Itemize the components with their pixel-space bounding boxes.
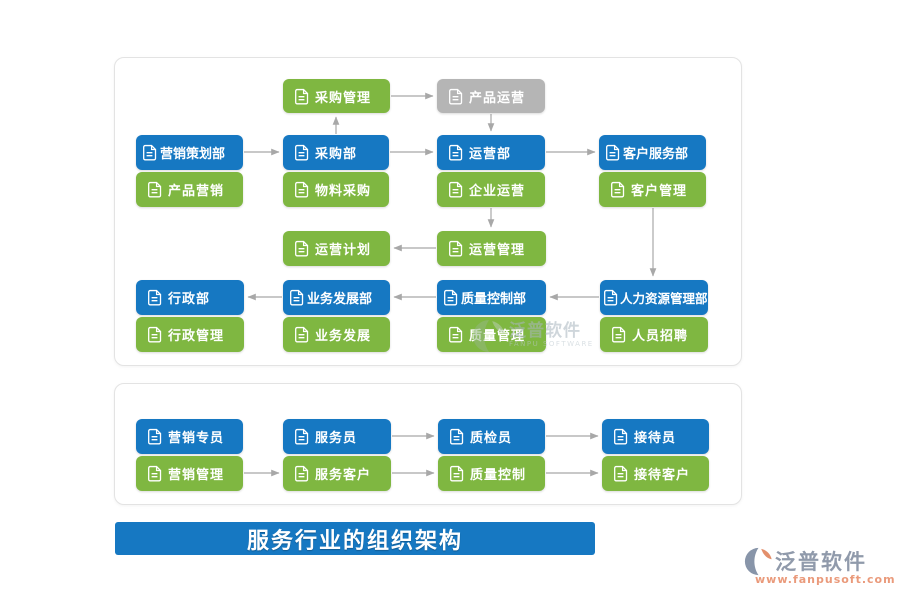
document-icon — [448, 240, 463, 257]
org-node-label: 人员招聘 — [632, 329, 689, 344]
org-node-label: 服务客户 — [315, 468, 372, 483]
org-node: 业务发展部 — [283, 280, 390, 315]
org-node: 企业运营 — [437, 172, 545, 207]
org-node-label: 行政部 — [168, 292, 211, 307]
document-icon — [603, 289, 618, 306]
document-icon — [605, 144, 620, 161]
document-icon — [294, 88, 309, 105]
document-icon — [610, 181, 625, 198]
org-node: 质检员 — [438, 419, 545, 454]
page-title: 服务行业的组织架构 — [246, 528, 463, 554]
org-node-label: 营销管理 — [168, 468, 225, 483]
org-node-label: 产品营销 — [168, 184, 225, 199]
org-node-label: 接待客户 — [634, 468, 691, 483]
document-icon — [289, 289, 304, 306]
org-node-label: 产品运营 — [469, 90, 526, 106]
document-icon — [448, 181, 463, 198]
org-node: 质量控制部 — [437, 280, 546, 315]
document-icon — [294, 181, 309, 198]
document-icon — [443, 289, 458, 306]
org-node: 运营部 — [437, 135, 545, 170]
document-icon — [147, 465, 162, 482]
org-node-label: 客户服务部 — [623, 147, 689, 162]
org-node: 采购管理 — [283, 79, 390, 113]
document-icon — [294, 240, 309, 257]
org-node: 人员招聘 — [600, 317, 708, 352]
org-node: 客户服务部 — [599, 135, 706, 170]
org-node-label: 业务发展部 — [307, 292, 373, 307]
org-node: 运营管理 — [437, 231, 546, 266]
org-node-label: 营销专员 — [168, 431, 225, 446]
org-node: 客户管理 — [599, 172, 706, 207]
org-node: 行政管理 — [136, 317, 244, 352]
document-icon — [449, 465, 464, 482]
document-icon — [147, 428, 162, 445]
org-node-label: 营销策划部 — [160, 147, 226, 162]
title-banner: 服务行业的组织架构 — [115, 522, 595, 555]
document-icon — [448, 88, 463, 105]
org-node-label: 行政管理 — [168, 329, 225, 344]
org-node: 人力资源管理部 — [600, 280, 708, 315]
document-icon — [448, 326, 463, 343]
org-node: 服务客户 — [283, 456, 391, 491]
document-icon — [294, 465, 309, 482]
org-node: 业务发展 — [283, 317, 390, 352]
org-node: 营销策划部 — [136, 135, 243, 170]
fanpu-logo: 泛普软件 www.fanpusoft.com — [744, 546, 896, 586]
document-icon — [448, 144, 463, 161]
org-node-label: 质量控制 — [470, 468, 527, 483]
org-node-label: 物料采购 — [315, 184, 372, 199]
org-node-label: 质检员 — [470, 431, 513, 446]
document-icon — [449, 428, 464, 445]
org-node: 物料采购 — [283, 172, 389, 207]
org-node: 产品营销 — [136, 172, 243, 207]
document-icon — [294, 428, 309, 445]
org-node-label: 质量控制部 — [461, 292, 527, 307]
org-node: 营销管理 — [136, 456, 243, 491]
logo-name: 泛普软件 — [775, 550, 867, 574]
org-node: 采购部 — [283, 135, 389, 170]
org-node: 接待员 — [602, 419, 709, 454]
document-icon — [611, 326, 626, 343]
fanpu-swirl-icon — [473, 320, 505, 352]
document-icon — [613, 465, 628, 482]
org-node-label: 接待员 — [634, 431, 677, 446]
org-node-label: 人力资源管理部 — [620, 291, 708, 306]
org-node-label: 运营管理 — [469, 243, 526, 258]
document-icon — [142, 144, 157, 161]
org-node: 行政部 — [136, 280, 244, 315]
org-node-label: 运营部 — [469, 147, 512, 162]
org-node-label: 企业运营 — [469, 184, 526, 199]
org-node-label: 采购管理 — [315, 90, 372, 106]
org-node: 产品运营 — [437, 79, 545, 113]
watermark-subtitle: FANPU SOFTWARE — [509, 340, 594, 349]
logo-url: www.fanpusoft.com — [755, 573, 896, 586]
org-node-label: 服务员 — [315, 431, 358, 446]
document-icon — [613, 428, 628, 445]
org-node-label: 采购部 — [315, 147, 358, 162]
org-node: 服务员 — [283, 419, 391, 454]
fanpu-swirl-icon — [744, 547, 772, 575]
org-node: 运营计划 — [283, 231, 390, 266]
document-icon — [147, 289, 162, 306]
document-icon — [147, 326, 162, 343]
org-node: 接待客户 — [602, 456, 709, 491]
document-icon — [294, 326, 309, 343]
org-node-label: 业务发展 — [315, 329, 372, 344]
org-node-label: 客户管理 — [631, 184, 688, 199]
document-icon — [294, 144, 309, 161]
org-node: 营销专员 — [136, 419, 243, 454]
org-node: 质量控制 — [438, 456, 545, 491]
center-watermark: 泛普软件 FANPU SOFTWARE — [472, 319, 594, 353]
watermark-name: 泛普软件 — [509, 321, 581, 342]
org-node-label: 运营计划 — [315, 243, 372, 258]
document-icon — [147, 181, 162, 198]
